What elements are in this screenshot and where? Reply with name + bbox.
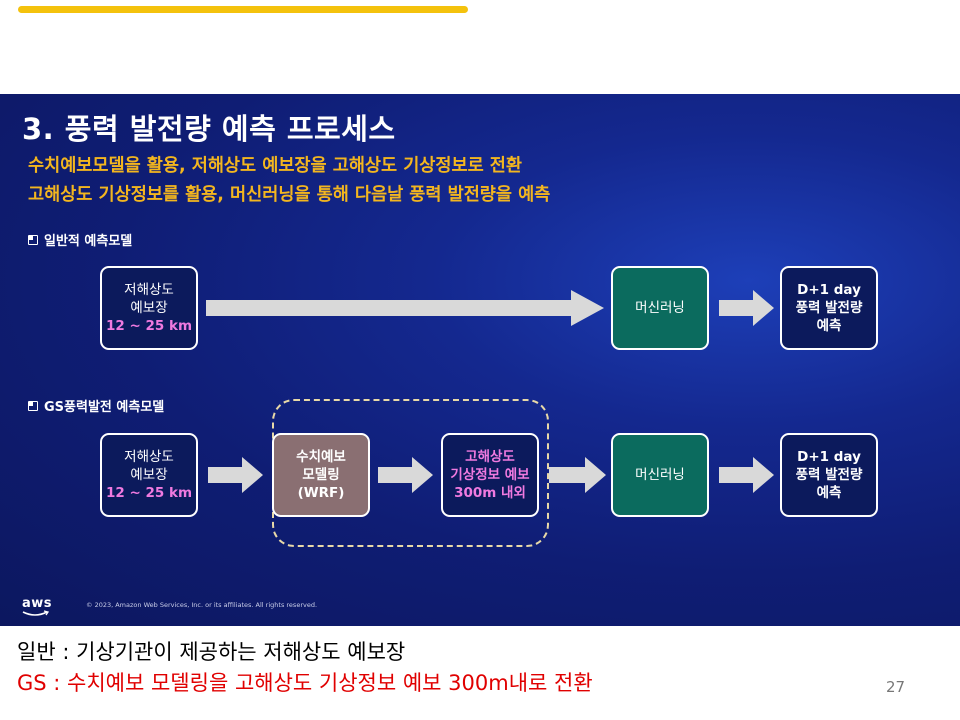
aws-smile-icon bbox=[22, 610, 50, 616]
long-arrow-icon bbox=[206, 290, 604, 326]
low-res-forecast-box-gs: 저해상도 예보장 12 ~ 25 km bbox=[100, 433, 198, 517]
box-text: 모델링 bbox=[302, 467, 340, 483]
machine-learning-box-gs: 머신러닝 bbox=[611, 433, 709, 517]
box-text: 예보장 bbox=[130, 300, 168, 316]
arrow-icon bbox=[719, 457, 774, 493]
top-accent-bar bbox=[18, 6, 468, 13]
arrow-icon bbox=[378, 457, 433, 493]
box-highlight-text: 12 ~ 25 km bbox=[105, 485, 193, 501]
checkbox-bullet-icon bbox=[28, 400, 38, 411]
box-text: 풍력 발전량 bbox=[795, 300, 863, 316]
box-text: 저해상도 bbox=[124, 282, 174, 298]
box-text: (WRF) bbox=[297, 485, 345, 501]
box-highlight-text: 기상정보 예보 bbox=[450, 467, 530, 483]
box-highlight-text: 300m 내외 bbox=[454, 485, 526, 501]
section-gs-label: GS풍력발전 예측모델 bbox=[28, 396, 164, 415]
slide-title: 3. 풍력 발전량 예측 프로세스 bbox=[22, 112, 396, 146]
output-forecast-box-gs: D+1 day 풍력 발전량 예측 bbox=[780, 433, 878, 517]
box-text: 저해상도 bbox=[124, 449, 174, 465]
copyright-text: © 2023, Amazon Web Services, Inc. or its… bbox=[86, 601, 318, 609]
box-text: 머신러닝 bbox=[635, 467, 685, 483]
box-text: 수치예보 bbox=[296, 449, 346, 465]
section-general-text: 일반적 예측모델 bbox=[44, 234, 133, 249]
box-text: 예보장 bbox=[130, 467, 168, 483]
box-highlight-text: 12 ~ 25 km bbox=[105, 318, 193, 334]
box-text: 풍력 발전량 bbox=[795, 467, 863, 483]
subtitle-line-1: 수치예보모델을 활용, 저해상도 예보장을 고해상도 기상정보로 전환 bbox=[28, 156, 523, 176]
slide-panel: 3. 풍력 발전량 예측 프로세스 수치예보모델을 활용, 저해상도 예보장을 … bbox=[0, 94, 960, 626]
section-general-label: 일반적 예측모델 bbox=[28, 230, 132, 249]
high-res-weather-box: 고해상도 기상정보 예보 300m 내외 bbox=[441, 433, 539, 517]
box-text: D+1 day bbox=[797, 282, 861, 298]
box-text: D+1 day bbox=[797, 449, 861, 465]
checkbox-bullet-icon bbox=[28, 234, 38, 245]
arrow-icon bbox=[549, 457, 606, 493]
page-number: 27 bbox=[886, 678, 906, 696]
arrow-icon bbox=[719, 290, 774, 326]
note-general: 일반 : 기상기관이 제공하는 저해상도 예보장 bbox=[17, 640, 406, 664]
section-gs-text: GS풍력발전 예측모델 bbox=[44, 400, 165, 415]
low-res-forecast-box: 저해상도 예보장 12 ~ 25 km bbox=[100, 266, 198, 350]
nwp-modeling-box: 수치예보 모델링 (WRF) bbox=[272, 433, 370, 517]
aws-logo: aws bbox=[22, 596, 53, 611]
box-text: 머신러닝 bbox=[635, 300, 685, 316]
arrow-icon bbox=[208, 457, 263, 493]
box-text: 예측 bbox=[816, 318, 842, 334]
box-text: 예측 bbox=[816, 485, 842, 501]
subtitle-line-2: 고해상도 기상정보를 활용, 머신러닝을 통해 다음날 풍력 발전량을 예측 bbox=[28, 185, 551, 205]
output-forecast-box: D+1 day 풍력 발전량 예측 bbox=[780, 266, 878, 350]
note-gs: GS : 수치예보 모델링을 고해상도 기상정보 예보 300m내로 전환 bbox=[17, 671, 593, 695]
box-highlight-text: 고해상도 bbox=[465, 449, 515, 465]
machine-learning-box: 머신러닝 bbox=[611, 266, 709, 350]
